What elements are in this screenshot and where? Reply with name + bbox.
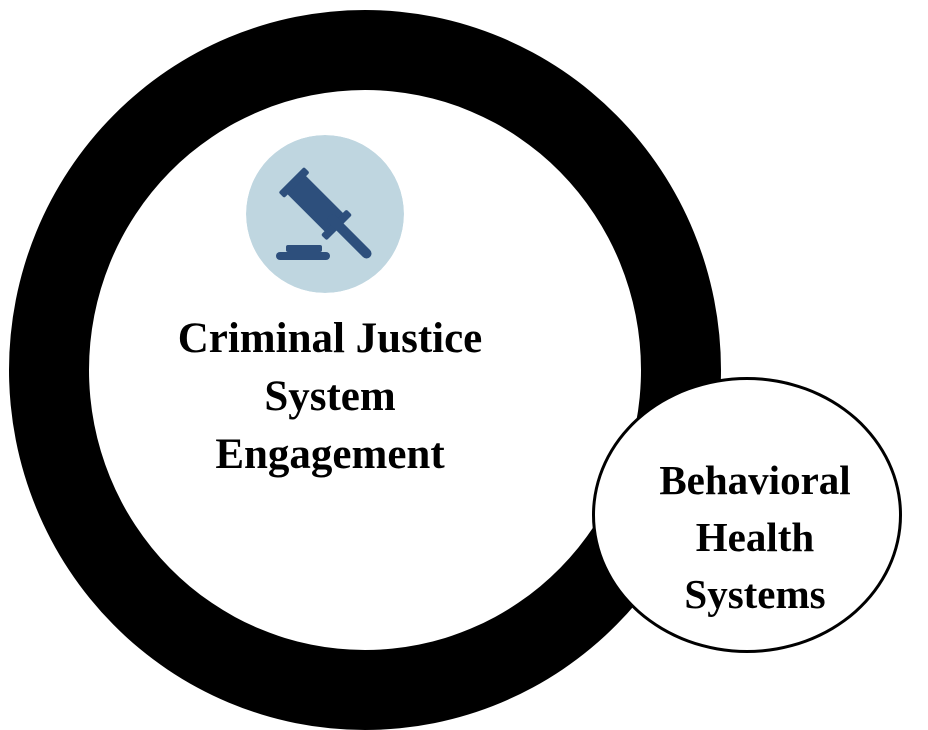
behavioral-health-label-line-1: Behavioral (659, 457, 851, 503)
criminal-justice-label-line-2: System (264, 373, 396, 420)
gavel-icon (246, 135, 404, 293)
gavel-icon-shapes (276, 167, 372, 260)
criminal-justice-label-line-1: Criminal Justice (177, 315, 483, 362)
behavioral-health-label-line-3: Systems (684, 571, 826, 617)
criminal-justice-label: Criminal Justice System Engagement (130, 310, 530, 484)
behavioral-health-label-line-2: Health (695, 514, 815, 560)
behavioral-health-circle (592, 377, 902, 653)
criminal-justice-label-line-3: Engagement (215, 431, 445, 478)
diagram-canvas: Criminal Justice System Engagement Behav… (9, 10, 902, 730)
behavioral-health-label: Behavioral Health Systems (620, 452, 890, 623)
gavel-icon-badge (246, 135, 404, 293)
